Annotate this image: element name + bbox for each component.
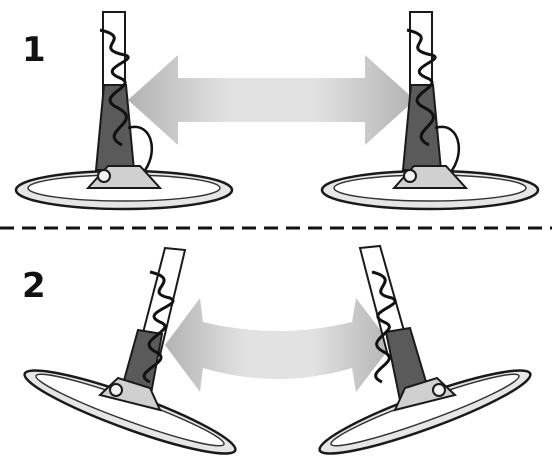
step-number-2: 2: [22, 266, 46, 306]
straight-sweep-arrow: [128, 55, 415, 145]
detector-1-left: [14, 11, 234, 211]
curved-sweep-arrow: [165, 298, 392, 392]
detector-2-left: [23, 246, 237, 455]
step-number-1: 1: [22, 30, 46, 70]
detector-1-right: [320, 11, 540, 211]
detector-2-right: [318, 244, 532, 455]
